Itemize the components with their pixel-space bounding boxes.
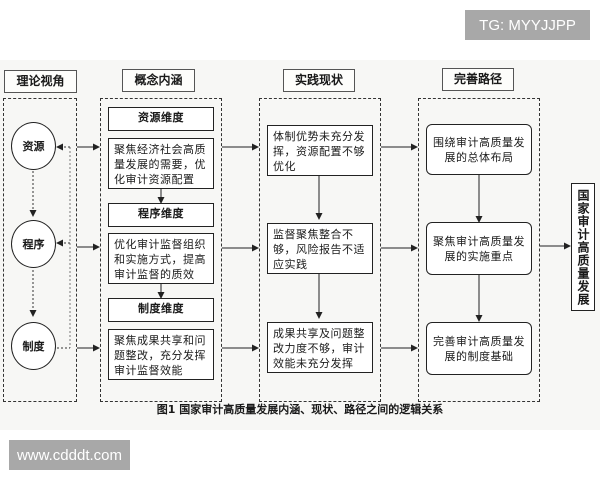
path-container — [418, 98, 540, 402]
watermark-bottom-left: www.cdddt.com — [9, 440, 130, 470]
path-item-3: 完善审计高质量发展的制度基础 — [426, 322, 532, 375]
theory-circle-system: 制度 — [11, 322, 56, 370]
concept-content-procedure: 优化审计监督组织和实施方式，提高审计监督的质效 — [108, 233, 214, 284]
path-item-1: 围绕审计高质量发展的总体布局 — [426, 124, 532, 175]
concept-dimension-system: 制度维度 — [108, 298, 214, 322]
theory-circle-procedure: 程序 — [11, 220, 56, 268]
header-concept: 概念内涵 — [122, 69, 195, 92]
header-practice: 实践现状 — [283, 69, 355, 92]
practice-item-1: 体制优势未充分发挥，资源配置不够优化 — [267, 125, 373, 176]
practice-container — [259, 98, 381, 402]
concept-dimension-procedure: 程序维度 — [108, 203, 214, 227]
practice-item-3: 成果共享及问题整改力度不够，审计效能未充分发挥 — [267, 322, 373, 373]
path-item-2: 聚焦审计高质量发展的实施重点 — [426, 222, 532, 275]
concept-dimension-resource: 资源维度 — [108, 107, 214, 131]
figure-caption: 图1 国家审计高质量发展内涵、现状、路径之间的逻辑关系 — [156, 403, 444, 416]
concept-content-system: 聚焦成果共享和问题整改，充分发挥审计监督效能 — [108, 329, 214, 380]
header-path: 完善路径 — [442, 68, 514, 91]
theory-circle-resource: 资源 — [11, 122, 56, 170]
goal-box: 国家审计高质量发展 — [571, 183, 595, 311]
watermark-top-right: TG: MYYJJPP — [465, 10, 590, 40]
practice-item-2: 监督聚焦整合不够，风险报告不适应实践 — [267, 223, 373, 274]
concept-container — [100, 98, 222, 402]
theory-container — [3, 98, 77, 402]
header-theory: 理论视角 — [4, 70, 77, 93]
concept-content-resource: 聚焦经济社会高质量发展的需要，优化审计资源配置 — [108, 138, 214, 189]
